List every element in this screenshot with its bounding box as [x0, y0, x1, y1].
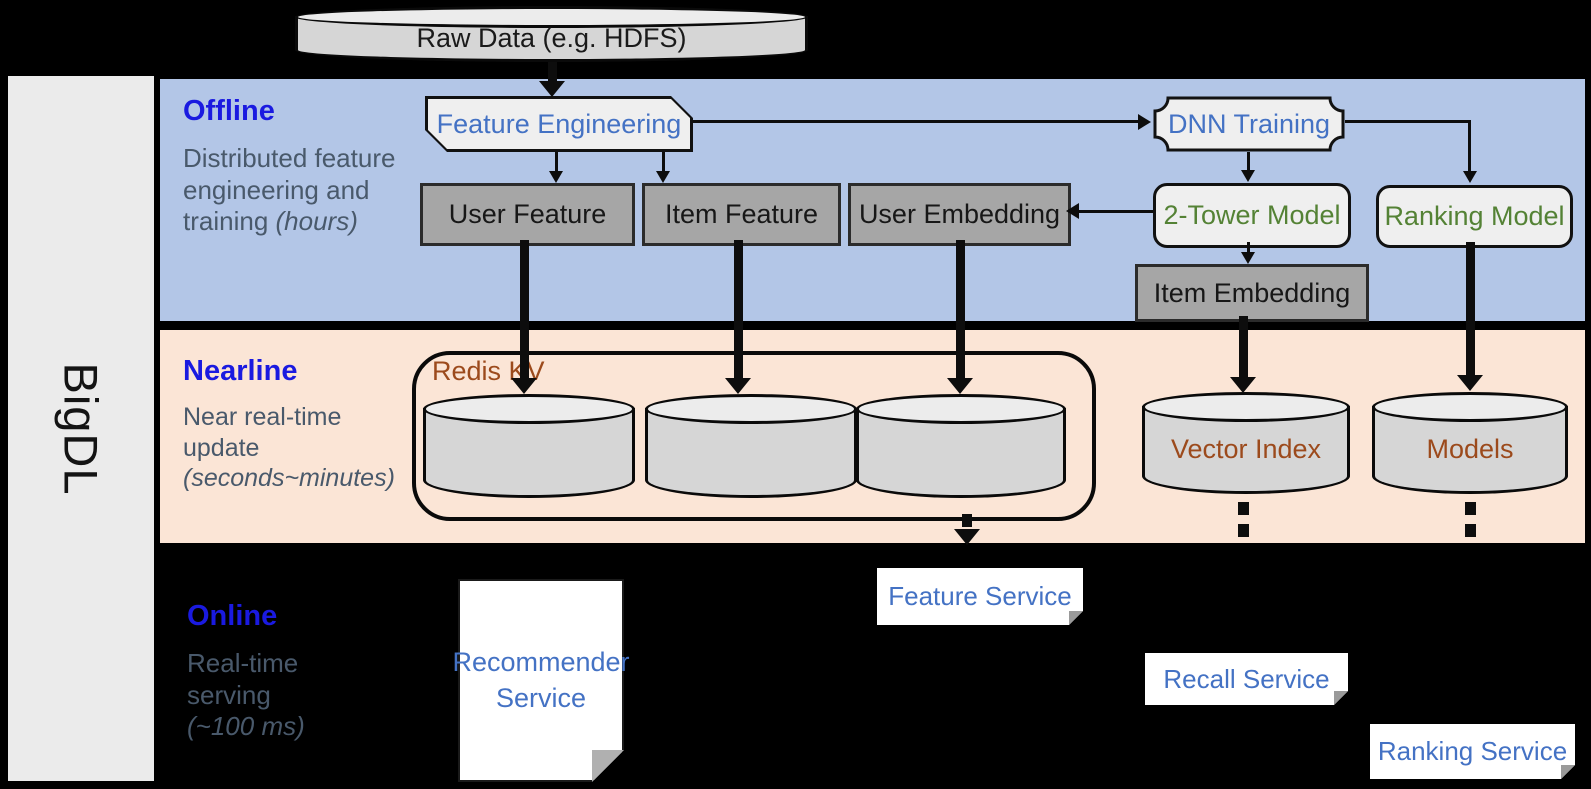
- arrowhead-redis-to-feature-service: [954, 529, 980, 545]
- arrow-dnn-to-ranking-h: [1345, 120, 1471, 123]
- arrowhead-item-feature-to-kv: [725, 378, 751, 394]
- feature-engineering-label: Feature Engineering: [436, 108, 682, 139]
- online-subtitle-text: Real-time serving: [187, 648, 299, 710]
- arrow-user-embedding-to-kv: [956, 240, 965, 379]
- arrowhead-fe-to-user-feature: [549, 171, 563, 183]
- vector-index-label: Vector Index: [1170, 434, 1322, 464]
- feature-service-label: Feature Service: [888, 581, 1072, 611]
- arrowhead-user-feature-to-kv: [511, 378, 537, 394]
- vector-index-store: Vector Index: [1142, 392, 1350, 494]
- arrow-fe-to-dnn-training: [693, 120, 1138, 123]
- feature-service-node: Feature Service: [877, 568, 1083, 625]
- arrow-raw-data-to-fe: [548, 62, 557, 83]
- dash-vector-index-1: [1238, 502, 1249, 515]
- raw-data-store: Raw Data (e.g. HDFS): [295, 6, 808, 62]
- arrow-fe-to-item-feature: [662, 152, 665, 172]
- dash-redis-to-feature-service: [962, 514, 972, 527]
- recall-service-node: Recall Service: [1145, 653, 1348, 705]
- nearline-title: Nearline: [183, 355, 298, 387]
- nearline-subtitle-text: Near real-time update: [183, 403, 342, 462]
- nearline-subtitle: Near real-time update (seconds~minutes): [183, 402, 413, 494]
- raw-data-label: Raw Data (e.g. HDFS): [416, 23, 687, 53]
- feature-engineering-node: Feature Engineering: [425, 96, 693, 152]
- arrowhead-ranking-model-to-models: [1457, 375, 1483, 391]
- online-subtitle: Real-time serving (~100 ms): [187, 648, 337, 743]
- arrow-ranking-model-to-models: [1466, 242, 1475, 376]
- arrow-user-feature-to-kv: [520, 240, 529, 379]
- raw-data-cylinder-top: [295, 6, 808, 28]
- arrow-dnn-to-ranking-v: [1468, 120, 1471, 172]
- cylinder-top: [1372, 392, 1568, 422]
- cylinder-top: [645, 394, 857, 424]
- arrow-dnn-to-two-tower: [1247, 152, 1250, 172]
- arrow-two-tower-to-item-embedding: [1247, 242, 1250, 254]
- recall-service-label: Recall Service: [1163, 663, 1330, 694]
- item-feature-node: Item Feature: [642, 183, 841, 246]
- nearline-subtitle-em: (seconds~minutes): [183, 464, 395, 492]
- offline-subtitle-text: Distributed feature engineering and trai…: [183, 143, 396, 237]
- models-store: Models: [1372, 392, 1568, 494]
- cylinder-top: [423, 394, 635, 424]
- offline-subtitle-em: (hours): [275, 206, 358, 237]
- arrowhead-fe-to-item-feature: [656, 171, 670, 183]
- arrow-item-embedding-to-vector-index: [1239, 316, 1248, 378]
- kv-store-cylinder-3: [856, 394, 1066, 498]
- arrowhead-fe-to-dnn-training: [1138, 114, 1151, 130]
- dnn-training-label: DNN Training: [1167, 108, 1331, 139]
- offline-title: Offline: [183, 95, 275, 127]
- kv-store-cylinder-1: [423, 394, 635, 498]
- bigdl-sidebar: BigDL: [8, 76, 154, 781]
- dnn-training-node: DNN Training: [1153, 96, 1345, 152]
- online-subtitle-em: (~100 ms): [187, 711, 305, 742]
- feature-engineering-fill: [428, 99, 690, 149]
- dash-vector-index-2: [1238, 524, 1249, 537]
- user-embedding-node: User Embedding: [848, 183, 1071, 246]
- arrowhead-raw-data-to-fe: [539, 81, 565, 97]
- arrow-item-feature-to-kv: [734, 240, 743, 379]
- arrowhead-two-tower-to-item-embedding: [1241, 252, 1255, 264]
- recommender-service-label: Recommender Service: [452, 647, 630, 713]
- arrow-two-tower-to-user-embedding: [1078, 210, 1153, 213]
- arrowhead-two-tower-to-user-embedding: [1066, 203, 1079, 219]
- kv-store-cylinder-2: [645, 394, 857, 498]
- arrowhead-user-embedding-to-kv: [947, 378, 973, 394]
- ranking-model-node: Ranking Model: [1376, 185, 1573, 248]
- dash-models-2: [1465, 524, 1476, 537]
- recommender-service-node: Recommender Service: [452, 579, 630, 782]
- online-title: Online: [187, 600, 278, 632]
- dash-models-1: [1465, 502, 1476, 515]
- cylinder-top: [856, 394, 1066, 424]
- plaque-shape: [1153, 96, 1345, 152]
- cylinder-top: [1142, 392, 1350, 422]
- arrow-fe-to-user-feature: [555, 152, 558, 172]
- redis-kv-container: [412, 351, 1096, 521]
- two-tower-model-node: 2-Tower Model: [1153, 183, 1351, 248]
- user-feature-node: User Feature: [420, 183, 635, 246]
- bigdl-vertical-title: BigDL: [54, 361, 108, 496]
- arrowhead-dnn-to-ranking: [1463, 171, 1477, 183]
- ranking-service-node: Ranking Service: [1370, 724, 1575, 779]
- models-label: Models: [1426, 434, 1514, 464]
- item-embedding-node: Item Embedding: [1135, 264, 1369, 322]
- arrowhead-item-embedding-to-vector-index: [1230, 377, 1256, 393]
- ranking-service-label: Ranking Service: [1377, 736, 1568, 766]
- offline-subtitle: Distributed feature engineering and trai…: [183, 143, 408, 238]
- arrowhead-dnn-to-two-tower: [1241, 170, 1255, 182]
